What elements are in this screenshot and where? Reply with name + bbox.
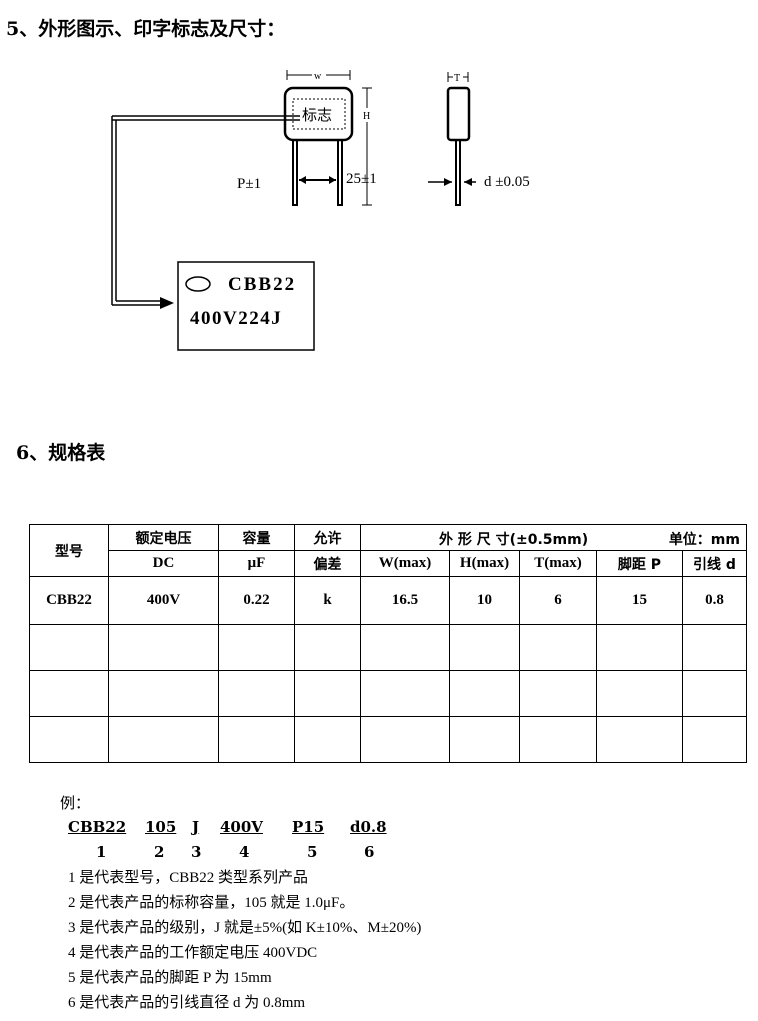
height-label: H [363, 111, 370, 122]
cell-model: CBB22 [29, 576, 109, 625]
code-capacitance: 105 [145, 818, 177, 836]
dimensions-label: 外 形 尺 寸(±0.5mm) [439, 532, 589, 548]
marking-line-2: 400V224J [190, 308, 282, 329]
header-voltage-unit: DC [108, 550, 219, 577]
header-lead: 引线 d [682, 550, 747, 577]
code-number: 5 [307, 843, 318, 861]
width-label: w [314, 71, 322, 82]
lead-diameter-label: d ±0.05 [484, 174, 530, 190]
capacitor-diagram: w H T 标志 P±1 25±1 d ±0.05 CBB22 400V224J [111, 69, 530, 351]
note-5: 5 是代表产品的脚距 P 为 15mm [68, 970, 272, 986]
note-1: 1 是代表型号，CBB22 类型系列产品 [68, 870, 309, 886]
note-3: 3 是代表产品的级别，J 就是±5%(如 K±10%、M±20%) [68, 920, 422, 936]
lead-length-label: 25±1 [346, 171, 377, 187]
pitch-label: P±1 [237, 176, 261, 192]
cell-tolerance: k [294, 576, 361, 625]
cell-capacitance: 0.22 [218, 576, 295, 625]
empty-row [29, 624, 747, 671]
table-row: CBB22 400V 0.22 k 16.5 10 6 15 0.8 [29, 576, 747, 625]
thickness-label: T [454, 73, 460, 84]
code-number: 4 [239, 843, 250, 861]
header-pitch: 脚距 P [596, 550, 683, 577]
marking-line-1: CBB22 [228, 274, 296, 295]
header-h: H(max) [449, 550, 520, 577]
note-4: 4 是代表产品的工作额定电压 400VDC [68, 945, 318, 961]
header-w: W(max) [360, 550, 450, 577]
header-capacitance: 容量 [218, 524, 295, 551]
header-t: T(max) [519, 550, 597, 577]
mark-label: 标志 [302, 106, 332, 124]
spec-table: 型号 额定电压 容量 允许 外 形 尺 寸(±0.5mm) 单位：mm DC μ… [29, 524, 747, 763]
code-number: 2 [154, 843, 165, 861]
empty-row [29, 670, 747, 717]
example-label: 例： [60, 794, 91, 812]
cell-voltage: 400V [108, 576, 219, 625]
code-voltage: 400V [220, 818, 263, 836]
code-number: 1 [96, 843, 107, 861]
section-5-title: 5、外形图示、印字标志及尺寸： [6, 18, 286, 40]
cell-lead: 0.8 [682, 576, 747, 625]
cell-pitch: 15 [596, 576, 683, 625]
code-number: 3 [191, 843, 202, 861]
code-model: CBB22 [68, 818, 127, 836]
header-cap-unit: μF [218, 550, 295, 577]
note-2: 2 是代表产品的标称容量，105 就是 1.0μF。 [68, 895, 355, 911]
cell-h: 10 [449, 576, 520, 625]
header-tolerance-1: 允许 [294, 524, 361, 551]
code-tolerance: J [192, 818, 200, 836]
unit-label: 单位：mm [668, 532, 740, 548]
code-pitch: P15 [292, 818, 325, 836]
section-6-title: 6、规格表 [16, 442, 106, 464]
header-tolerance-2: 偏差 [294, 550, 361, 577]
code-number: 6 [364, 843, 375, 861]
note-6: 6 是代表产品的引线直径 d 为 0.8mm [68, 995, 306, 1011]
cell-w: 16.5 [360, 576, 450, 625]
empty-row [29, 716, 747, 763]
header-model: 型号 [29, 524, 109, 577]
cell-t: 6 [519, 576, 597, 625]
header-voltage: 额定电压 [108, 524, 219, 551]
header-dimensions: 外 形 尺 寸(±0.5mm) 单位：mm [360, 524, 747, 551]
code-lead: d0.8 [350, 818, 387, 836]
